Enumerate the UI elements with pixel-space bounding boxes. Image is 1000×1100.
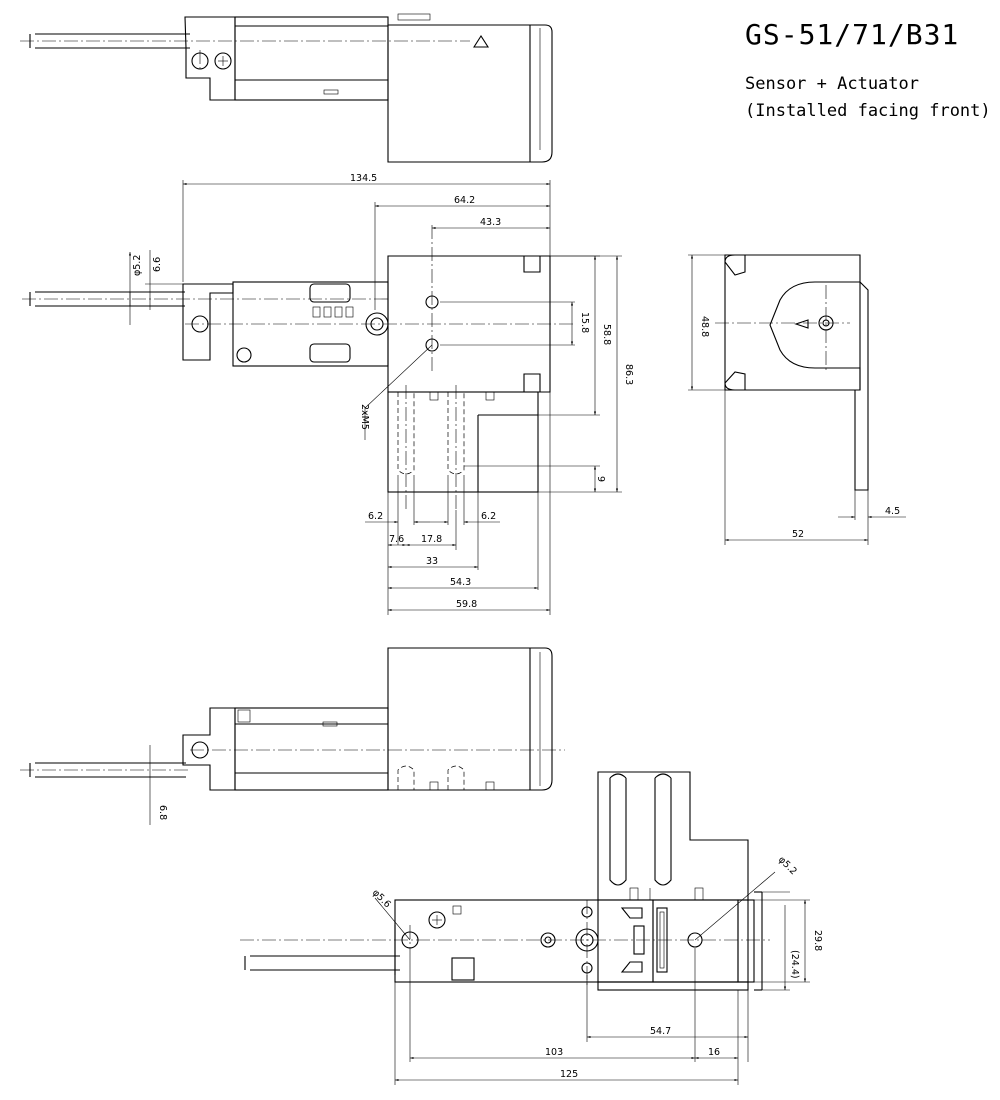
plan-view: φ5.6 φ5.2 29.8 (24.4) 54.7 103 16 125 bbox=[240, 771, 823, 1085]
dim-103: 103 bbox=[545, 1047, 563, 1058]
dim-54-7: 54.7 bbox=[650, 1026, 671, 1037]
dim-2xm5: 2xM5 bbox=[359, 404, 370, 430]
side-view: 48.8 52 4.5 bbox=[688, 254, 906, 545]
dim-52: 52 bbox=[792, 529, 804, 540]
dim-33: 33 bbox=[426, 556, 438, 567]
dim-54-3: 54.3 bbox=[450, 577, 471, 588]
dim-59-8: 59.8 bbox=[456, 599, 477, 610]
dim-16: 16 bbox=[708, 1047, 720, 1058]
dim-phi-5-6: φ5.6 bbox=[370, 887, 393, 910]
dim-7-6: 7.6 bbox=[389, 534, 404, 545]
dim-6-2-right: 6.2 bbox=[481, 511, 496, 522]
dim-58-8: 58.8 bbox=[601, 324, 612, 345]
drawing-subtitle-1: Sensor + Actuator bbox=[745, 74, 919, 94]
dim-125: 125 bbox=[560, 1069, 578, 1080]
dim-15-8: 15.8 bbox=[579, 312, 590, 333]
dim-24-4: (24.4) bbox=[789, 950, 800, 979]
dim-17-8: 17.8 bbox=[421, 534, 442, 545]
dim-4-5: 4.5 bbox=[885, 506, 900, 517]
dim-64-2: 64.2 bbox=[454, 195, 475, 206]
dim-48-8: 48.8 bbox=[699, 316, 710, 337]
dim-6-8: 6.8 bbox=[157, 805, 168, 820]
dim-29-8: 29.8 bbox=[812, 930, 823, 951]
dim-43-3: 43.3 bbox=[480, 217, 501, 228]
dim-phi-5-2-bottom: φ5.2 bbox=[776, 854, 799, 877]
dim-phi-5-2: φ5.2 bbox=[132, 255, 143, 276]
dim-86-3: 86.3 bbox=[623, 364, 634, 385]
drawing-subtitle-2: (Installed facing front) bbox=[745, 101, 991, 121]
dim-6-6: 6.6 bbox=[152, 257, 163, 272]
front-view: 134.5 64.2 43.3 6.6 φ5.2 15.8 58.8 86.3 bbox=[22, 173, 634, 615]
dim-6-2-left: 6.2 bbox=[368, 511, 383, 522]
drawing-title: GS-51/71/B31 bbox=[745, 18, 959, 51]
dim-134-5: 134.5 bbox=[350, 173, 377, 184]
top-view bbox=[20, 13, 553, 163]
bottom-view: 6.8 bbox=[20, 647, 565, 825]
dim-9: 9 bbox=[595, 476, 606, 482]
